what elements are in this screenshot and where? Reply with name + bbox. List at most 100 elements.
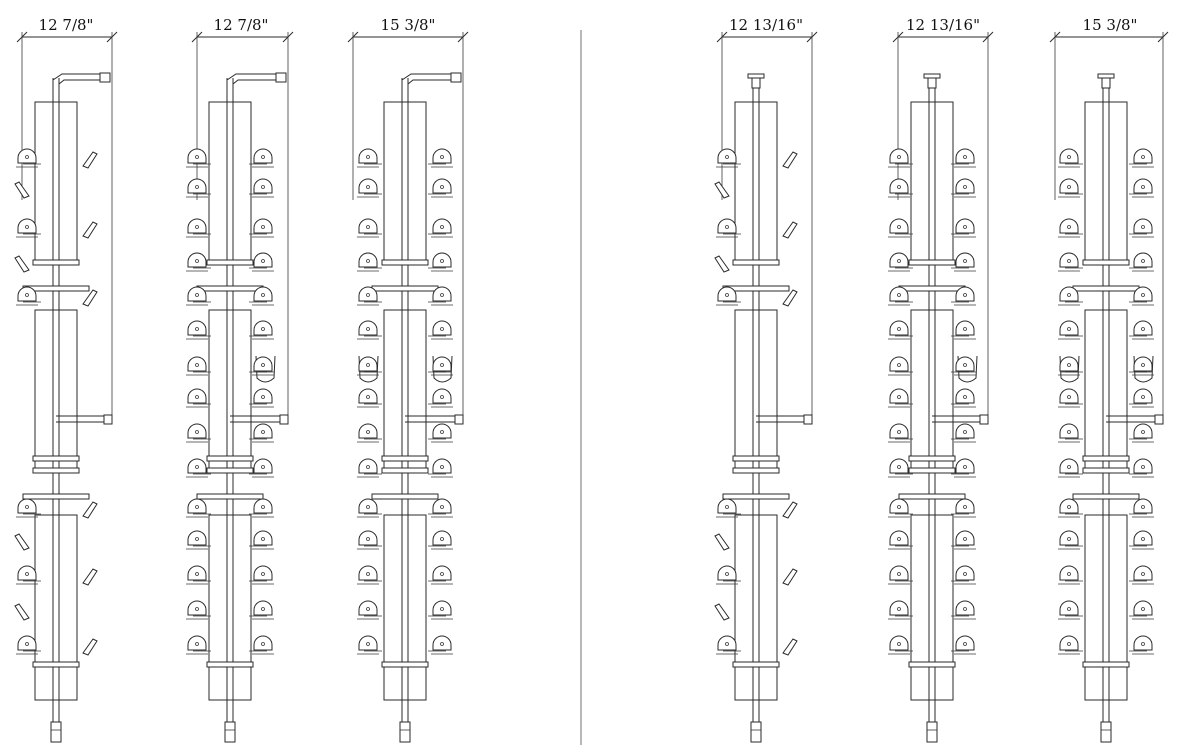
rack6-row9-left-bottle: [1059, 458, 1079, 474]
rack6-row7-right-bottle-dot: [1141, 395, 1145, 399]
rack3-row7-left-bottle-dot: [366, 395, 370, 399]
rack6-row4-left-bottle: [1059, 286, 1079, 302]
rack3-row11-left-bottle: [358, 530, 378, 546]
rack4-row14-left-bottle-dot: [725, 642, 729, 646]
rack2-row0-right-bottle: [253, 148, 273, 164]
rack5-row1-left-bottle-dot: [897, 185, 901, 189]
rack2-row10-right-bottle: [253, 498, 273, 514]
rack1-row2-left-bottle-dot: [25, 225, 29, 229]
rack4-row2-left-bottle: [717, 218, 737, 234]
rack2-row11-left-bottle-dot: [195, 537, 199, 541]
rack4-mount-plate: [747, 73, 765, 79]
rack1-row10-right-slanted-bottle: [82, 501, 98, 519]
rack2-row1-left-bottle: [187, 178, 207, 194]
rack6-row7-right-bottle: [1133, 388, 1153, 404]
rack3-shelf-0: [371, 285, 439, 292]
rack2-row1-left-bottle-dot: [195, 185, 199, 189]
rack6-row0-left-bottle: [1059, 148, 1079, 164]
rack6-row14-right-bottle: [1133, 635, 1153, 651]
rack3-row1-left-bottle-dot: [366, 185, 370, 189]
rack1-row13-left-slanted-bottle: [14, 603, 30, 621]
rack2-collar-1: [206, 455, 254, 462]
rack2-row4-right-bottle-dot: [261, 293, 265, 297]
rack5-row10-left-bottle: [889, 498, 909, 514]
rack6-foot: [1100, 721, 1112, 743]
rack3-row12-left-bottle: [358, 565, 378, 581]
rack6-collar-0: [1082, 259, 1130, 266]
rack5-row12-right-bottle: [955, 565, 975, 581]
rack6-row9-right-bottle-dot: [1141, 465, 1145, 469]
rack4-row10-left-bottle-dot: [725, 505, 729, 509]
rack-elevation-2: 12 7/8": [186, 16, 294, 743]
rack3-row12-left-bottle-dot: [366, 572, 370, 576]
rack6-mount-plate: [1097, 73, 1115, 79]
rack3-row10-right-bottle: [432, 498, 452, 514]
rack6-row9-left-bottle-dot: [1067, 465, 1071, 469]
rack4-collar-0: [732, 259, 780, 266]
rack4-row10-right-slanted-bottle: [782, 501, 798, 519]
rack2-row3-right-bottle-dot: [261, 259, 265, 263]
rack2-row12-right-bottle-dot: [261, 572, 265, 576]
rack6-row8-right-bottle-dot: [1141, 430, 1145, 434]
rack1-collar-2: [32, 467, 80, 474]
rack3-collar-3: [381, 661, 429, 668]
rack6-row14-left-bottle: [1059, 635, 1079, 651]
rack6-row2-right-bottle-dot: [1141, 225, 1145, 229]
rack6-row7-left-bottle: [1059, 388, 1079, 404]
rack3-row2-left-bottle-dot: [366, 225, 370, 229]
rack4-row11-left-slanted-bottle: [714, 533, 730, 551]
rack1-row0-right-slanted-bottle: [82, 151, 98, 169]
rack6-collar-3: [1082, 661, 1130, 668]
rack3-row3-right-bottle-dot: [440, 259, 444, 263]
rack6-row6-right-bottle: [1133, 356, 1153, 372]
rack6-row0-left-bottle-dot: [1067, 155, 1071, 159]
rack2-row14-left-bottle-dot: [195, 642, 199, 646]
rack1-collar-1: [32, 455, 80, 462]
rack4-collar-3: [732, 661, 780, 668]
rack3-row2-left-bottle: [358, 218, 378, 234]
rack5-row8-right-bottle-dot: [963, 430, 967, 434]
rack3-row13-left-bottle: [358, 600, 378, 616]
rack3-panel-upper: [383, 101, 427, 263]
rack1-row11-left-slanted-bottle: [14, 533, 30, 551]
rack4-row3-left-slanted-bottle: [714, 255, 730, 273]
rack2-row8-left-bottle-dot: [195, 430, 199, 434]
rack-elevation-6: 15 3/8": [1049, 16, 1169, 743]
rack2-row9-right-bottle-dot: [261, 465, 265, 469]
rack1-panel-middle: [34, 309, 78, 471]
rack3-row9-left-bottle: [358, 458, 378, 474]
rack1-row0-left-bottle-dot: [25, 155, 29, 159]
rack3-row10-left-bottle-dot: [366, 505, 370, 509]
rack4-row4-left-bottle-dot: [725, 293, 729, 297]
rack2-row8-left-bottle: [187, 423, 207, 439]
rack6-panel-middle: [1084, 309, 1128, 471]
rack4-mount-stem: [751, 77, 761, 89]
rack4-row2-right-slanted-bottle: [782, 221, 798, 239]
rack2-collar-0: [206, 259, 254, 266]
rack6-collar-2: [1082, 467, 1130, 474]
rack2-row13-right-bottle-dot: [261, 607, 265, 611]
rack3-row11-right-bottle-dot: [440, 537, 444, 541]
rack6-row13-right-bottle: [1133, 600, 1153, 616]
rack1-mid-knob: [103, 414, 113, 425]
rack4-mid-knob: [803, 414, 813, 425]
rack3-row8-left-bottle: [358, 423, 378, 439]
rack3-row4-left-bottle: [358, 286, 378, 302]
rack3-row13-right-bottle-dot: [440, 607, 444, 611]
rack6-row2-left-bottle: [1059, 218, 1079, 234]
rack5-row4-right-bottle-dot: [963, 293, 967, 297]
rack6-panel-upper: [1084, 101, 1128, 263]
rack2-row13-left-bottle-dot: [195, 607, 199, 611]
rack5-row10-left-bottle-dot: [897, 505, 901, 509]
rack2-row6-left-bottle-dot: [195, 363, 199, 367]
rack6-row12-right-bottle-dot: [1141, 572, 1145, 576]
rack6-shelf-1: [1072, 493, 1140, 500]
rack5-row11-right-bottle: [955, 530, 975, 546]
rack6-row2-right-bottle: [1133, 218, 1153, 234]
rack6-row11-left-bottle-dot: [1067, 537, 1071, 541]
rack5-row6-left-bottle-dot: [897, 363, 901, 367]
rack6-mount-stem: [1101, 77, 1111, 89]
rack6-row14-right-bottle-dot: [1141, 642, 1145, 646]
rack3-row14-right-bottle: [432, 635, 452, 651]
rack6-row4-left-bottle-dot: [1067, 293, 1071, 297]
